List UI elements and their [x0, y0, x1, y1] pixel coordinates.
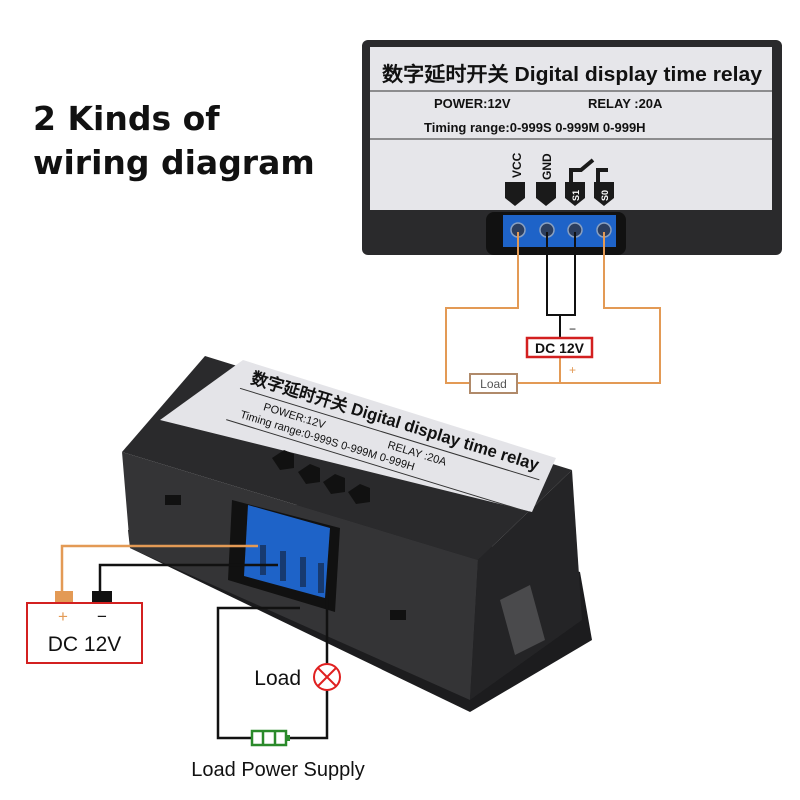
power-spec: POWER:12V — [434, 96, 511, 111]
wire-positive — [60, 544, 258, 592]
pin-arrow-icon — [594, 182, 614, 206]
bottom-relay-module: 数字延时开关 Digital display time relay POWER:… — [122, 356, 592, 712]
battery-positive-terminal — [55, 591, 73, 602]
pin-label-s1: S1 — [571, 190, 581, 201]
pin-label-s0: S0 — [600, 190, 610, 201]
top-load-label: Load — [480, 377, 507, 391]
pin-arrow-icons — [505, 158, 614, 206]
terminal-slots — [260, 545, 324, 593]
pin-arrow-icon — [348, 484, 370, 504]
wire-gnd-s1 — [546, 232, 576, 338]
pin-arrow-icon — [536, 182, 556, 206]
mounting-clip — [500, 585, 545, 655]
timing-range: Timing range:0-999S 0-999M 0-999H — [424, 120, 646, 135]
load-power-supply-icon — [250, 729, 290, 747]
top-relay-module: 数字延时开关 Digital display time relay POWER:… — [362, 40, 782, 255]
pin-label-gnd: GND — [540, 153, 554, 180]
top-dc-supply-box — [525, 336, 594, 359]
module-title: 数字延时开关 Digital display time relay — [382, 62, 763, 86]
wire-s0 — [517, 232, 661, 384]
bottom-dc-supply-box — [26, 602, 143, 664]
battery-negative-terminal — [92, 591, 112, 602]
pin-arrow-icons — [272, 450, 370, 504]
top-minus-sign: − — [569, 322, 576, 336]
top-plus-sign: + — [569, 363, 576, 377]
bottom-wiring — [60, 544, 329, 740]
switch-icon — [569, 158, 608, 182]
supply-minus-sign: − — [97, 607, 107, 626]
divider — [226, 419, 525, 512]
wire-vcc — [445, 232, 519, 384]
pin-arrow-icon — [298, 464, 320, 484]
pin-arrow-icon — [323, 474, 345, 494]
bottom-load-label: Load — [254, 667, 301, 690]
heading-line-2: wiring diagram — [33, 143, 315, 182]
load-lamp-icon — [313, 663, 341, 691]
divider — [239, 387, 540, 481]
top-dc-supply-label: DC 12V — [535, 340, 585, 356]
terminal-slot — [280, 551, 286, 581]
top-load-box — [469, 373, 518, 394]
top-wiring — [445, 232, 661, 384]
terminal-slot — [318, 563, 324, 593]
module-label — [160, 360, 556, 512]
supply-plus-sign: + — [58, 607, 68, 626]
module-side — [470, 470, 582, 700]
pin-label-vcc: VCC — [510, 152, 524, 178]
heading-line-1: 2 Kinds of — [33, 99, 220, 138]
clip-slot — [390, 610, 406, 620]
load-power-supply-label: Load Power Supply — [191, 759, 364, 781]
terminal-slot — [300, 557, 306, 587]
wire-negative — [98, 563, 278, 592]
pin-arrow-icon — [272, 450, 294, 470]
bottom-dc-supply-label: DC 12V — [48, 633, 122, 656]
pin-arrow-icon — [505, 182, 525, 206]
terminal-slot — [260, 545, 266, 575]
clip-slot — [165, 495, 181, 505]
pin-arrow-icon — [565, 182, 585, 206]
wire-load-circuit — [216, 590, 329, 740]
relay-spec: RELAY :20A — [588, 96, 663, 111]
